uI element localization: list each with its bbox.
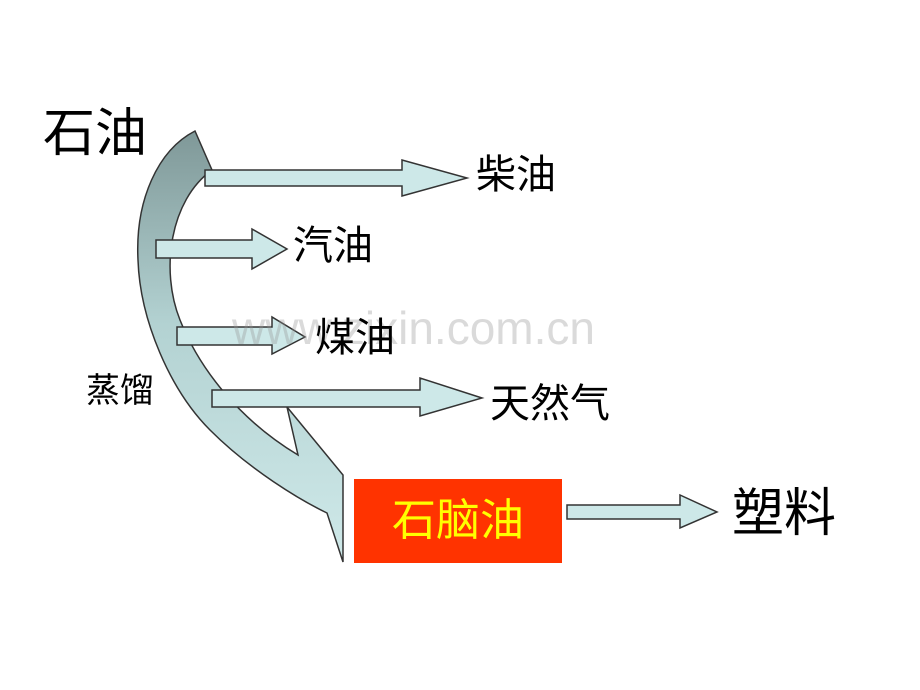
watermark-text: www.zixin.com.cn	[232, 302, 595, 354]
label-diesel: 柴油	[476, 152, 556, 198]
label-natural-gas: 天然气	[490, 381, 610, 427]
label-naphtha: 石脑油	[392, 495, 524, 546]
label-gasoline: 汽油	[293, 223, 373, 269]
naphtha-box: 石脑油	[354, 479, 562, 563]
label-petroleum: 石油	[43, 104, 148, 164]
arrow-to-kerosene	[176, 315, 307, 356]
distillation-curve-arrow	[137, 129, 344, 563]
arrow-to-plastic	[566, 493, 719, 530]
arrow-to-diesel	[204, 159, 470, 197]
label-kerosene: 煤油	[315, 315, 395, 361]
arrow-to-natural-gas	[211, 376, 485, 417]
label-plastic: 塑料	[732, 484, 837, 544]
arrow-to-gasoline	[155, 227, 289, 271]
label-distillation: 蒸馏	[86, 371, 154, 411]
